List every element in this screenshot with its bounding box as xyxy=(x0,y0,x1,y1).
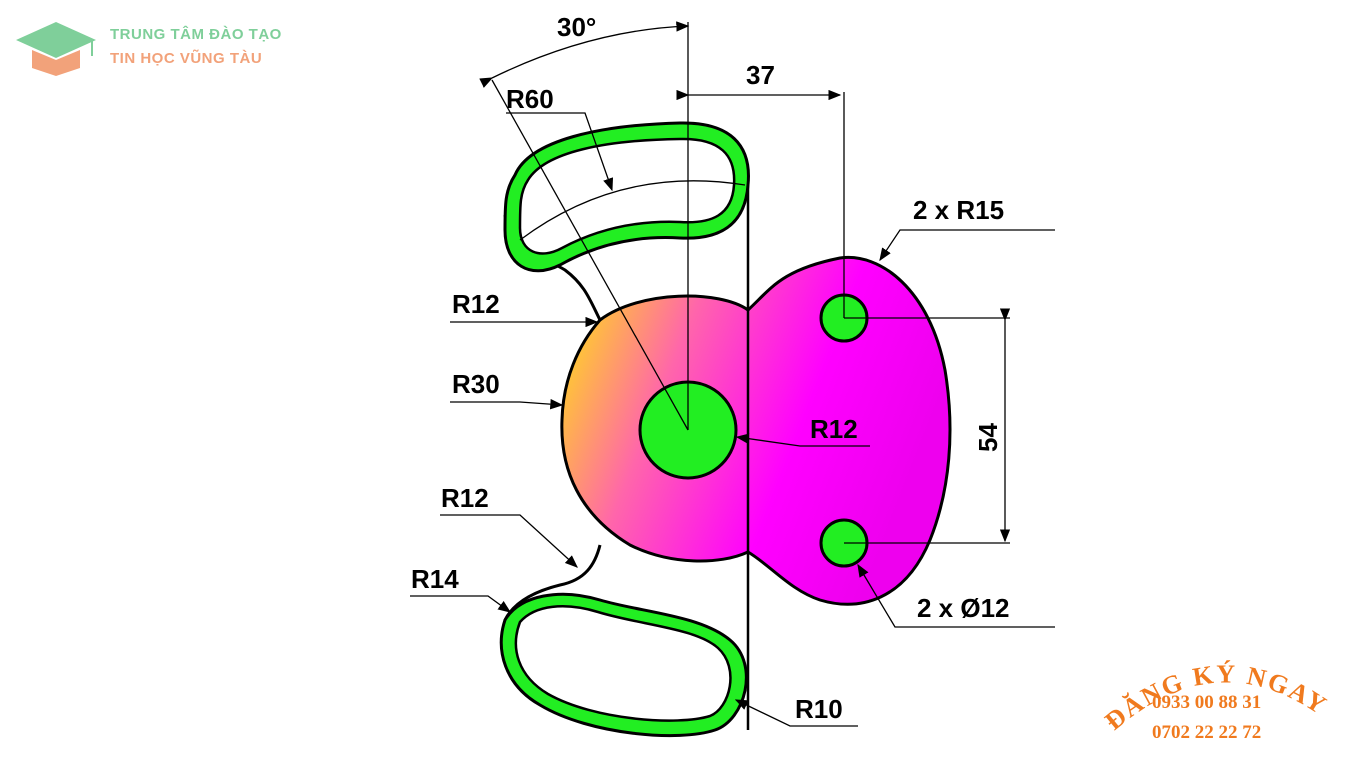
brand-subtitle: TIN HỌC VŨNG TÀU xyxy=(110,50,263,67)
cta-arc-title: ĐĂNG KÝ NGAY xyxy=(1099,659,1331,735)
angle-label: 30° xyxy=(557,12,596,42)
r12-top-label: R12 xyxy=(452,289,500,319)
brand-logo: TRUNG TÂM ĐÀO TẠO TIN HỌC VŨNG TÀU xyxy=(14,20,314,80)
r12-center-label: R12 xyxy=(810,414,858,444)
dim-54-label: 54 xyxy=(973,423,1003,452)
r15-label: 2 x R15 xyxy=(913,195,1004,225)
d12-label: 2 x Ø12 xyxy=(917,593,1010,623)
r30-label: R30 xyxy=(452,369,500,399)
graduation-cap-icon xyxy=(16,22,96,76)
r12-bottom-label: R12 xyxy=(441,483,489,513)
r60-label: R60 xyxy=(506,84,554,114)
cta-phone-1[interactable]: 0933 00 88 31 xyxy=(1152,692,1262,713)
construction-lines xyxy=(410,21,1055,727)
part-body xyxy=(560,255,952,606)
r10-label: R10 xyxy=(795,694,843,724)
dim-37-label: 37 xyxy=(746,60,775,90)
cta-phone-2[interactable]: 0702 22 22 72 xyxy=(1152,722,1262,743)
r14-label: R14 xyxy=(411,564,459,594)
register-cta[interactable]: ĐĂNG KÝ NGAY 0933 00 88 31 0702 22 22 72 xyxy=(1090,640,1360,760)
brand-title: TRUNG TÂM ĐÀO TẠO xyxy=(110,26,282,43)
